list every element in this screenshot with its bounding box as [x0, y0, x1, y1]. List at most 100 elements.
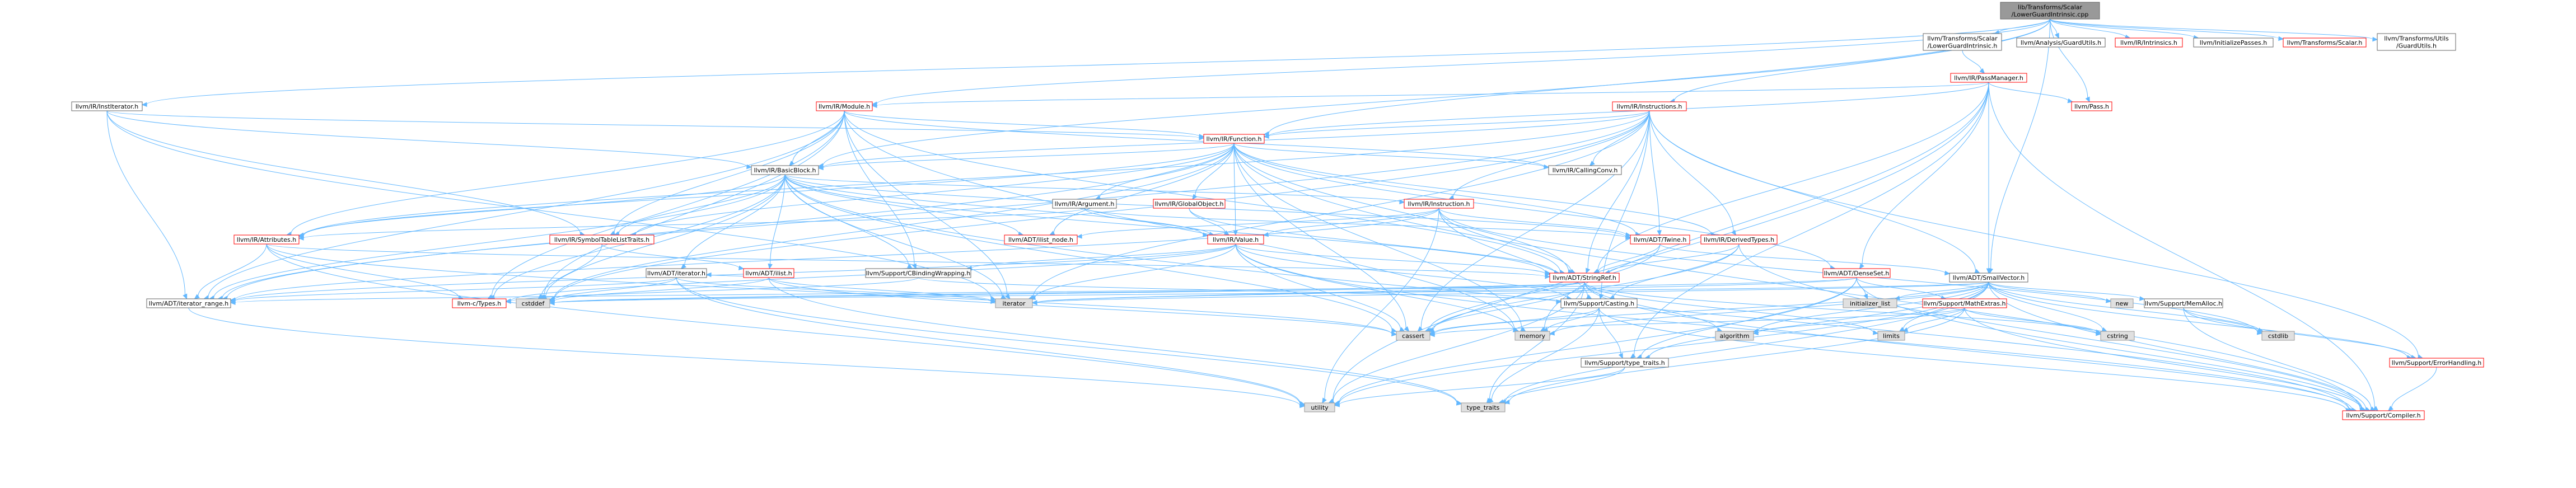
node-function[interactable]: llvm/IR/Function.h [1203, 134, 1265, 144]
edge-smallvector-to-iterator [1031, 281, 1989, 306]
edge-smallvector-to-memalloc [1988, 281, 2145, 301]
node-adt-iterator[interactable]: llvm/ADT/iterator.h [646, 268, 707, 278]
edge-instructions-to-derivedtypes [1649, 110, 1737, 236]
node-passmanager[interactable]: llvm/IR/PassManager.h [1950, 73, 2027, 83]
edge-smallvector-to-compiler [1988, 281, 2371, 412]
node-box [865, 268, 971, 278]
edge-errorhandling-to-compiler [2387, 367, 2437, 411]
node-errorhandling[interactable]: llvm/Support/ErrorHandling.h [2389, 358, 2484, 368]
node-label: llvm/IR/Instructions.h [1617, 103, 1682, 110]
node-label: llvm/IR/Argument.h [1055, 200, 1115, 208]
edge-basicblock-to-ilist [768, 174, 786, 270]
node-analysis-guard[interactable]: llvm/Analysis/GuardUtils.h [2016, 37, 2106, 48]
node-label: llvm/Support/type_traits.h [1584, 359, 1665, 367]
node-box [71, 101, 143, 111]
node-box [1612, 101, 1687, 111]
node-intrinsics[interactable]: llvm/IR/Intrinsics.h [2115, 37, 2183, 48]
edge-basicblock-to-iterator [784, 174, 1007, 299]
node-label: llvm/Support/CBindingWrapping.h [866, 270, 971, 277]
node-compiler[interactable]: llvm/Support/Compiler.h [2342, 410, 2425, 420]
node-box [2377, 33, 2456, 51]
node-stringref[interactable]: llvm/ADT/StringRef.h [1549, 273, 1620, 283]
edge-instructions-to-instruction [1448, 110, 1650, 200]
edge-instruction-to-iterator_range [230, 208, 1439, 302]
edge-basicblock-to-cassert [784, 174, 1397, 333]
node-box [1004, 234, 1078, 245]
node-densemap[interactable]: llvm/ADT/DenseSet.h [1822, 268, 1891, 278]
edge-instruction-to-twine [1438, 208, 1631, 237]
node-callingconv[interactable]: llvm/IR/CallingConv.h [1548, 165, 1622, 175]
edge-mathextras-to-cassert [1429, 307, 1965, 337]
node-label: llvm/Transforms/Scalar/LowerGuardIntrins… [1927, 35, 1998, 50]
node-layer: lib/Transforms/Scalar/LowerGuardIntrinsi… [71, 2, 2484, 420]
node-label: llvm/Support/ErrorHandling.h [2392, 359, 2482, 367]
edge-passmanager-to-memory [1540, 82, 1989, 332]
node-box [995, 298, 1033, 308]
node-llvm-c-types[interactable]: llvm-c/Types.h [452, 298, 507, 308]
node-label: cstddef [522, 300, 545, 307]
node-box [2100, 331, 2135, 341]
edge-function-to-basicblock [817, 143, 1235, 171]
node-symtablelisttraits[interactable]: llvm/IR/SymbolTableListTraits.h [549, 234, 654, 245]
node-box [2110, 298, 2134, 308]
edge-cbinding-to-llvm_c_types [505, 277, 919, 304]
node-label: llvm/ADT/iterator_range.h [149, 300, 228, 307]
node-iterator-range[interactable]: llvm/ADT/iterator_range.h [146, 298, 231, 308]
node-instruction[interactable]: llvm/IR/Instruction.h [1404, 199, 1474, 209]
node-basicblock[interactable]: llvm/IR/BasicBlock.h [751, 165, 819, 175]
node-box [2193, 37, 2274, 48]
node-root[interactable]: lib/Transforms/Scalar/LowerGuardIntrinsi… [2000, 2, 2100, 20]
edge-instruction-to-utility [1322, 208, 1439, 404]
node-label: llvm/Pass.h [2074, 103, 2109, 110]
node-box [2144, 298, 2223, 308]
node-pass[interactable]: llvm/Pass.h [2071, 101, 2112, 111]
node-box [2389, 358, 2484, 368]
node-globalobject[interactable]: llvm/IR/GlobalObject.h [1153, 199, 1226, 209]
node-value[interactable]: llvm/IR/Value.h [1207, 234, 1264, 245]
node-type-traits-h[interactable]: llvm/Support/type_traits.h [1581, 358, 1669, 368]
node-derivedtypes[interactable]: llvm/IR/DerivedTypes.h [1700, 234, 1778, 245]
node-box [1052, 199, 1117, 209]
node-mathextras[interactable]: llvm/Support/MathExtras.h [1922, 298, 2007, 308]
node-box [816, 101, 873, 111]
node-argument[interactable]: llvm/IR/Argument.h [1052, 199, 1117, 209]
edge-stringref-to-cstddef [549, 281, 1585, 306]
node-smallvector[interactable]: llvm/ADT/SmallVector.h [1949, 273, 2028, 283]
node-label: llvm/IR/Instruction.h [1408, 200, 1470, 208]
node-cbinding[interactable]: llvm/Support/CBindingWrapping.h [865, 268, 971, 278]
node-box [233, 234, 300, 245]
edge-mathextras-to-algorithm [1752, 307, 1965, 336]
edge-function-to-stringref [1233, 143, 1574, 274]
node-label: llvm/ADT/DenseSet.h [1824, 270, 1890, 277]
edge-instructions-to-attributes [298, 110, 1650, 239]
node-lgi-h[interactable]: llvm/Transforms/Scalar/LowerGuardIntrins… [1923, 33, 2002, 51]
node-utils-guard[interactable]: llvm/Transforms/Utils/GuardUtils.h [2377, 33, 2456, 51]
node-attributes[interactable]: llvm/IR/Attributes.h [233, 234, 300, 245]
node-box [2000, 2, 2100, 20]
edge-layer [106, 18, 2437, 413]
node-memalloc[interactable]: llvm/Support/MemAlloc.h [2144, 298, 2223, 308]
node-twine[interactable]: llvm/ADT/Twine.h [1630, 234, 1690, 245]
node-init-passes[interactable]: llvm/InitializePasses.h [2193, 37, 2274, 48]
node-scalar-h[interactable]: llvm/Transforms/Scalar.h [2283, 37, 2367, 48]
edge-type_traits_h-to-utility [1334, 367, 1625, 407]
node-inst-iterator[interactable]: llvm/IR/InstIterator.h [71, 101, 143, 111]
node-iterator: iterator [995, 298, 1033, 308]
node-label: cassert [1402, 332, 1425, 340]
node-ilist-node[interactable]: llvm/ADT/ilist_node.h [1004, 234, 1078, 245]
node-casting[interactable]: llvm/Support/Casting.h [1560, 298, 1638, 308]
node-label: llvm/Support/MemAlloc.h [2145, 300, 2222, 307]
node-instructions[interactable]: llvm/IR/Instructions.h [1612, 101, 1687, 111]
edge-basicblock-to-value [784, 174, 1209, 237]
edge-module-to-basicblock [789, 110, 845, 166]
node-module[interactable]: llvm/IR/Module.h [816, 101, 873, 111]
edge-root-to-instructions [1669, 18, 2050, 104]
node-ilist[interactable]: llvm/ADT/ilist.h [743, 268, 794, 278]
edge-function-to-attributes [298, 143, 1235, 238]
node-box [1207, 234, 1264, 245]
node-box [743, 268, 794, 278]
node-box [1700, 234, 1778, 245]
edge-root-to-scalar_h [2050, 18, 2284, 41]
edge-instruction-to-casting [1438, 208, 1592, 299]
edge-iterator_range-to-utility [188, 307, 1306, 409]
